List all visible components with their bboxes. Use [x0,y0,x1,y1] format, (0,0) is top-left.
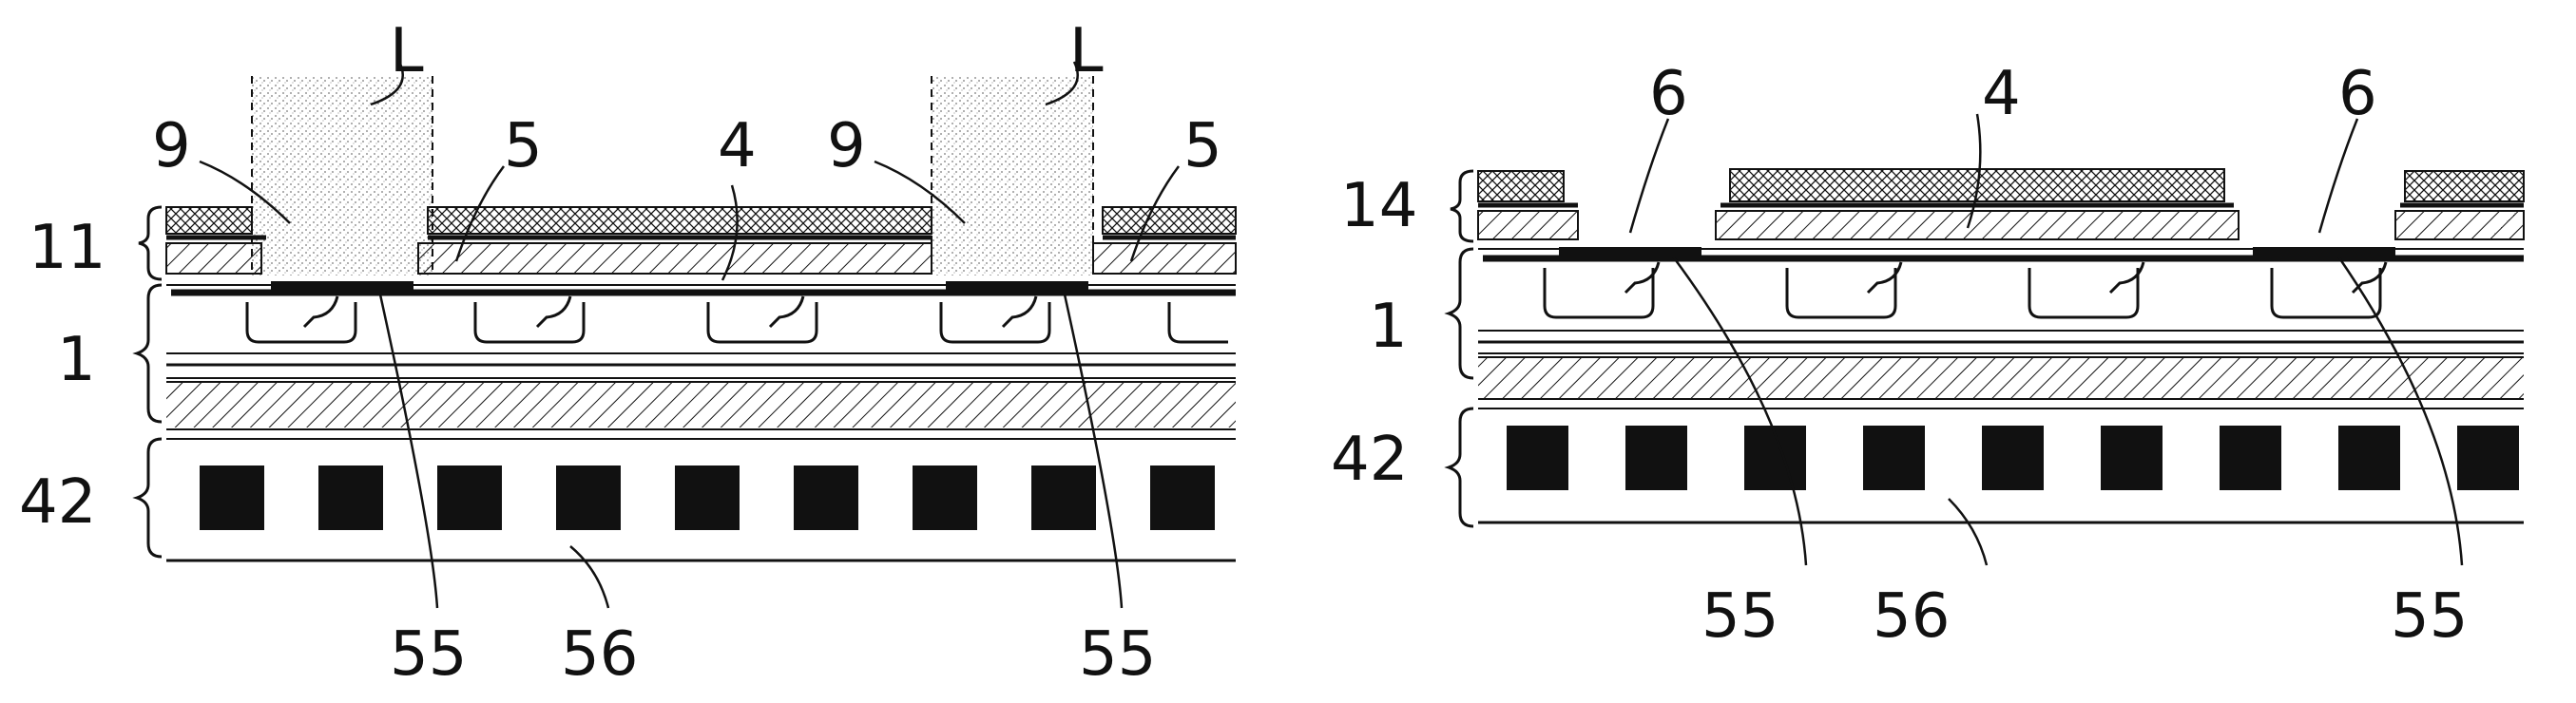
light-beam-left [252,76,433,276]
base-layer-right [1478,408,2524,522]
block-label: 56 [561,619,638,690]
device-layer [166,281,1236,429]
wiring-label-left: 55 [390,619,467,690]
right-braces [1449,171,1473,526]
light-beam-right [932,76,1093,276]
base-layer-label: 42 [19,467,96,538]
opening-label-left: 9 [152,111,191,181]
cover-layer-label-right: 14 [1340,171,1417,241]
device-layer-right [1478,247,2524,399]
gap-label-right: 6 [2338,59,2377,129]
element-label: 4 [718,111,757,181]
right-figure: 6 6 4 14 1 42 55 55 56 [1331,59,2524,652]
cover-layer-label: 11 [29,213,106,283]
element-label-right: 4 [1982,59,2021,129]
region-label-left: 5 [504,111,543,181]
base-layer-label-right: 42 [1331,425,1408,495]
wiring-label-left-right: 55 [1701,581,1778,652]
opening-label-right: 9 [827,111,866,181]
light-label-right: L [1069,16,1104,86]
device-layer-label-right: 1 [1369,292,1408,362]
cover-layer-right [1478,169,2524,239]
left-figure: L L 9 9 5 5 4 11 1 42 55 55 56 [19,16,1236,690]
gap-label-left: 6 [1649,59,1688,129]
left-braces [137,207,162,557]
base-layer [166,439,1236,560]
device-layer-label: 1 [57,325,96,395]
region-label-right: 5 [1183,111,1222,181]
block-label-right: 56 [1873,581,1950,652]
light-label-left: L [390,16,424,86]
wiring-label-right-right: 55 [2391,581,2468,652]
wiring-label-right: 55 [1079,619,1156,690]
